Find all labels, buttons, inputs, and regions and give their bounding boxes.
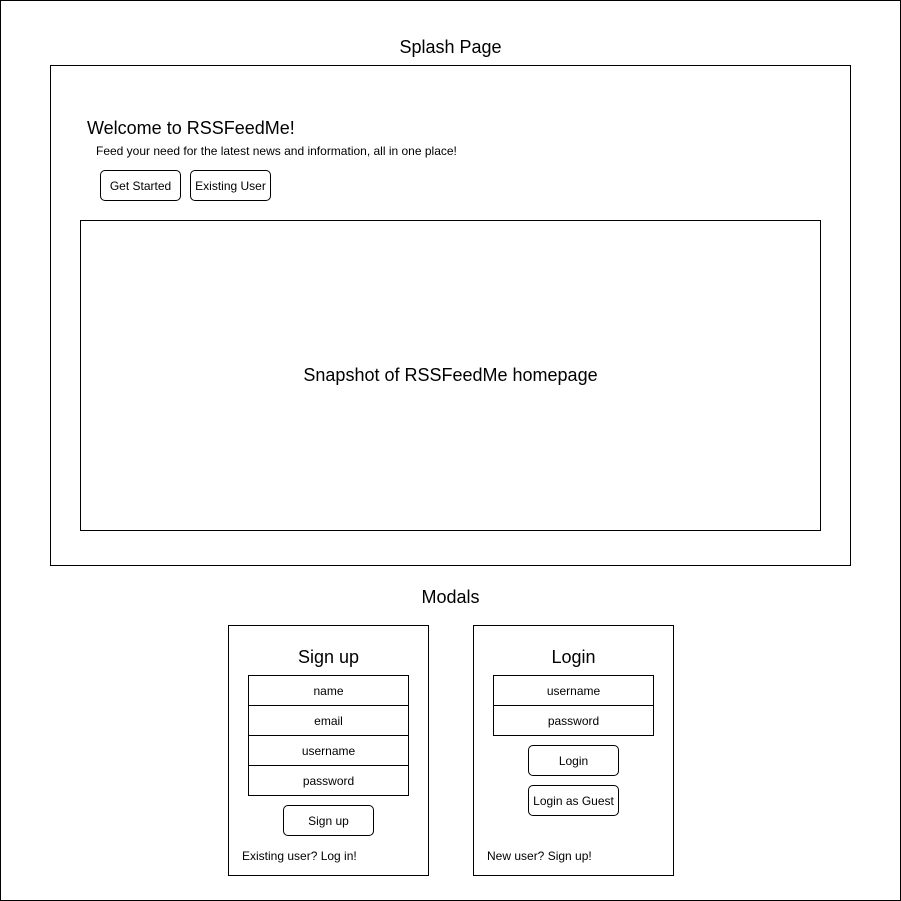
signup-username-field[interactable]: username <box>248 735 409 766</box>
signup-submit-button[interactable]: Sign up <box>283 805 374 836</box>
new-user-signup-link[interactable]: New user? Sign up! <box>487 849 592 863</box>
existing-user-login-link[interactable]: Existing user? Log in! <box>242 849 357 863</box>
signup-modal-title: Sign up <box>297 646 360 667</box>
login-password-field[interactable]: password <box>493 705 654 736</box>
homepage-snapshot-placeholder: Snapshot of RSSFeedMe homepage <box>80 220 821 531</box>
login-modal-title: Login <box>551 646 596 667</box>
login-submit-button[interactable]: Login <box>528 745 619 776</box>
existing-user-button[interactable]: Existing User <box>190 170 271 201</box>
signup-password-field[interactable]: password <box>248 765 409 796</box>
login-as-guest-button[interactable]: Login as Guest <box>528 785 619 816</box>
snapshot-label: Snapshot of RSSFeedMe homepage <box>303 365 598 385</box>
tagline: Feed your need for the latest news and i… <box>96 144 457 158</box>
signup-email-field[interactable]: email <box>248 705 409 736</box>
login-username-field[interactable]: username <box>493 675 654 706</box>
get-started-button[interactable]: Get Started <box>100 170 181 201</box>
modals-section-title: Modals <box>421 586 480 607</box>
signup-name-field[interactable]: name <box>248 675 409 706</box>
splash-section-title: Splash Page <box>399 36 502 57</box>
welcome-heading: Welcome to RSSFeedMe! <box>87 118 295 138</box>
